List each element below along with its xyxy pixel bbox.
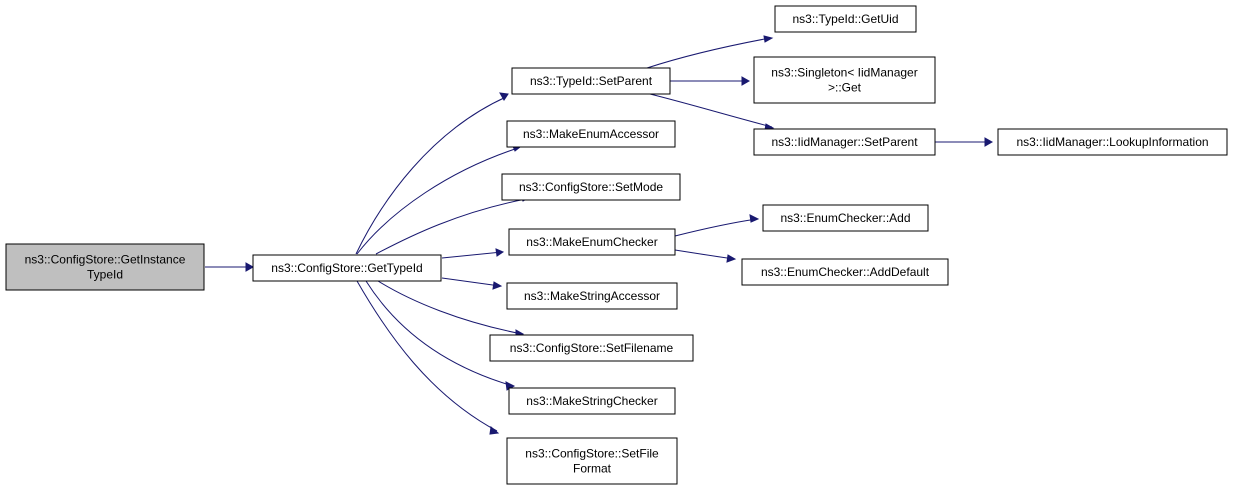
node-label: ns3::ConfigStore::GetTypeId (271, 261, 422, 275)
node-box (762, 204, 929, 232)
node-make-string-checker[interactable]: ns3::MakeStringChecker (508, 387, 676, 415)
node-make-enum-accessor[interactable]: ns3::MakeEnumAccessor (506, 120, 676, 148)
edge-make-enum-checker-to-enum-checker-add (674, 214, 760, 237)
edge-line (356, 280, 498, 432)
node-enum-checker-add[interactable]: ns3::EnumChecker::Add (762, 204, 929, 232)
node-label: ns3::ConfigStore::SetFilename (510, 341, 674, 355)
node-box (774, 5, 917, 33)
edge-typeid-set-parent-to-singleton-get (670, 76, 751, 86)
edge-line (674, 249, 735, 260)
edge-line (375, 198, 527, 255)
node-iid-manager-lookup-information[interactable]: ns3::IidManager::LookupInformation (997, 128, 1228, 156)
node-label: ns3::IidManager::SetParent (771, 135, 918, 149)
node-config-store-set-mode[interactable]: ns3::ConfigStore::SetMode (501, 173, 681, 201)
node-box (506, 120, 676, 148)
edge-line (649, 93, 773, 128)
node-make-string-accessor[interactable]: ns3::MakeStringAccessor (506, 282, 678, 310)
edge-get-type-id-to-config-store-set-mode (375, 192, 530, 255)
node-label: ns3::TypeId::SetParent (530, 74, 653, 88)
edge-get-type-id-to-make-enum-accessor (356, 143, 521, 255)
edge-get-type-id-to-typeid-set-parent (355, 92, 509, 255)
node-box (501, 173, 681, 201)
node-box (753, 128, 936, 156)
node-iid-manager-set-parent[interactable]: ns3::IidManager::SetParent (753, 128, 936, 156)
edge-line (355, 96, 507, 255)
node-box (5, 243, 205, 291)
arrow-head-icon (495, 248, 505, 257)
edge-get-type-id-to-config-store-set-filename (377, 280, 525, 339)
edge-get-instance-type-id-to-get-type-id (205, 262, 255, 272)
edge-get-type-id-to-config-store-set-file-format (356, 280, 500, 435)
node-label: ns3::ConfigStore::GetInstance (25, 253, 186, 267)
arrow-head-icon (984, 137, 994, 147)
node-config-store-set-filename[interactable]: ns3::ConfigStore::SetFilename (489, 334, 694, 362)
node-label: ns3::MakeEnumAccessor (523, 127, 659, 141)
node-label: TypeId (87, 268, 123, 282)
node-label: ns3::IidManager::LookupInformation (1016, 135, 1208, 149)
node-box (753, 56, 936, 104)
node-singleton-get[interactable]: ns3::Singleton< IidManager>::Get (753, 56, 936, 104)
node-label: ns3::EnumChecker::AddDefault (761, 265, 930, 279)
node-label: ns3::MakeStringChecker (526, 394, 657, 408)
node-make-enum-checker[interactable]: ns3::MakeEnumChecker (508, 228, 676, 256)
edge-line (646, 37, 771, 69)
edge-line (365, 280, 514, 387)
arrow-head-icon (499, 92, 509, 101)
node-enum-checker-add-default[interactable]: ns3::EnumChecker::AddDefault (741, 258, 949, 286)
node-label: ns3::TypeId::GetUid (792, 12, 898, 26)
edge-line (377, 280, 523, 335)
node-box (511, 67, 671, 95)
node-box (508, 228, 676, 256)
node-label: ns3::MakeEnumChecker (526, 235, 657, 249)
edge-get-type-id-to-make-string-accessor (441, 277, 503, 290)
edge-get-type-id-to-make-enum-checker (441, 248, 505, 259)
arrow-head-icon (489, 426, 500, 435)
node-label: ns3::Singleton< IidManager (771, 66, 917, 80)
node-box (741, 258, 949, 286)
node-label: >::Get (828, 81, 862, 95)
edge-line (674, 218, 758, 237)
edge-iid-manager-set-parent-to-iid-manager-lookup-information (935, 137, 994, 147)
arrow-head-icon (741, 76, 751, 86)
edge-line (441, 251, 503, 259)
node-label: Format (573, 462, 612, 476)
node-get-type-id[interactable]: ns3::ConfigStore::GetTypeId (252, 254, 442, 282)
node-typeid-get-uid[interactable]: ns3::TypeId::GetUid (774, 5, 917, 33)
arrow-head-icon (726, 254, 737, 263)
edge-line (356, 147, 519, 255)
arrow-head-icon (245, 262, 255, 272)
arrow-head-icon (749, 214, 760, 223)
node-label: ns3::ConfigStore::SetFile (525, 447, 659, 461)
arrow-head-icon (763, 35, 774, 43)
node-label: ns3::ConfigStore::SetMode (519, 180, 663, 194)
edge-make-enum-checker-to-enum-checker-add-default (674, 249, 737, 263)
arrow-head-icon (492, 281, 503, 290)
node-box (489, 334, 694, 362)
node-label: ns3::EnumChecker::Add (780, 211, 910, 225)
node-label: ns3::MakeStringAccessor (524, 289, 660, 303)
edge-line (441, 277, 501, 287)
node-box (252, 254, 442, 282)
node-typeid-set-parent[interactable]: ns3::TypeId::SetParent (511, 67, 671, 95)
node-box (508, 387, 676, 415)
node-box (997, 128, 1228, 156)
node-box (506, 437, 678, 485)
edge-typeid-set-parent-to-typeid-get-uid (646, 35, 774, 69)
node-box (506, 282, 678, 310)
